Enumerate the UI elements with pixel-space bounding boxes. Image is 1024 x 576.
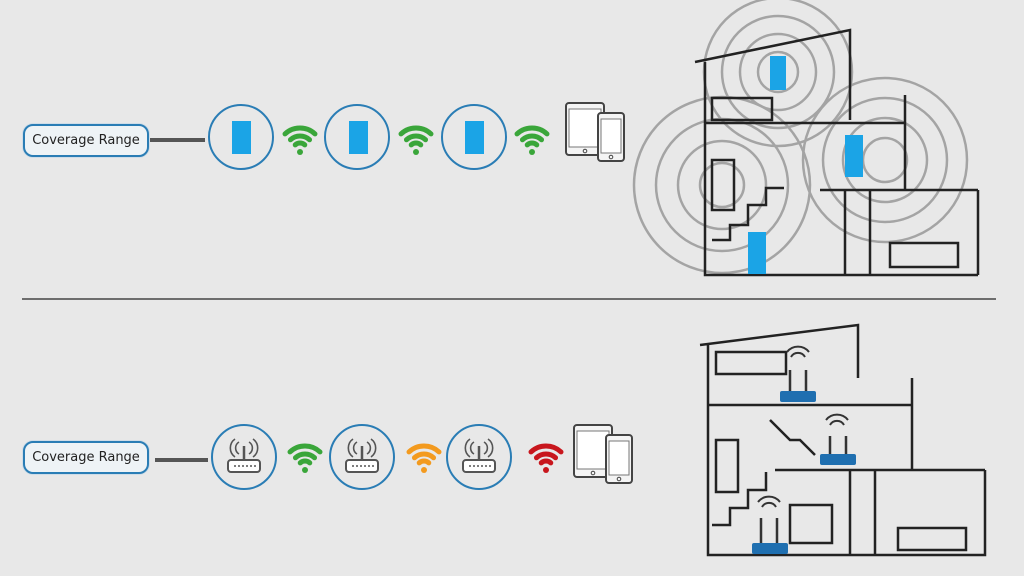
wifi-arc-middle bbox=[403, 133, 429, 143]
wifi-arc-outer bbox=[398, 125, 434, 137]
wifi-dot bbox=[529, 149, 535, 155]
wifi-icon bbox=[287, 443, 323, 473]
extender-house-illustration bbox=[699, 323, 987, 557]
wifi-arc-outer bbox=[406, 443, 442, 455]
wifi-arc-outer bbox=[287, 443, 323, 455]
wifi-arc-inner bbox=[408, 140, 424, 148]
wifi-dot bbox=[421, 467, 427, 473]
wifi-arc-middle bbox=[411, 451, 437, 461]
wifi-arc-middle bbox=[519, 133, 545, 143]
wifi-dot bbox=[543, 467, 549, 473]
extender-node-2 bbox=[329, 424, 395, 490]
router-icon bbox=[461, 437, 497, 474]
wifi-arc-outer bbox=[528, 443, 564, 455]
mesh-node-icon bbox=[349, 121, 368, 154]
mesh-house-illustration bbox=[632, 0, 980, 277]
mesh-node-icon bbox=[232, 121, 251, 154]
wifi-arc-middle bbox=[292, 451, 318, 461]
devices-icon bbox=[573, 424, 633, 484]
wifi-arc-inner bbox=[538, 458, 554, 466]
devices-icon bbox=[565, 102, 625, 162]
wifi-arc-inner bbox=[297, 458, 313, 466]
wifi-icon bbox=[398, 125, 434, 155]
wifi-arc-outer bbox=[282, 125, 318, 137]
extender-coverage-label: Coverage Range bbox=[23, 441, 149, 474]
mesh-node-3 bbox=[441, 104, 507, 170]
wifi-arc-middle bbox=[533, 451, 559, 461]
wifi-arc-middle bbox=[287, 133, 313, 143]
extender-node-1 bbox=[211, 424, 277, 490]
wifi-icon bbox=[406, 443, 442, 473]
wifi-icon bbox=[282, 125, 318, 155]
wifi-dot bbox=[413, 149, 419, 155]
router-icon bbox=[344, 437, 380, 474]
wifi-icon bbox=[514, 125, 550, 155]
signal-rings bbox=[632, 0, 969, 275]
wifi-arc-inner bbox=[416, 458, 432, 466]
wifi-icon bbox=[528, 443, 564, 473]
mesh-node-2 bbox=[324, 104, 390, 170]
wifi-arc-inner bbox=[524, 140, 540, 148]
wifi-dot bbox=[302, 467, 308, 473]
wifi-dot bbox=[297, 149, 303, 155]
wifi-arc-outer bbox=[514, 125, 550, 137]
mesh-node-icon bbox=[465, 121, 484, 154]
router-icon bbox=[226, 437, 262, 474]
extender-node-3 bbox=[446, 424, 512, 490]
mesh-node-1 bbox=[208, 104, 274, 170]
mesh-coverage-label: Coverage Range bbox=[23, 124, 149, 157]
wifi-arc-inner bbox=[292, 140, 308, 148]
